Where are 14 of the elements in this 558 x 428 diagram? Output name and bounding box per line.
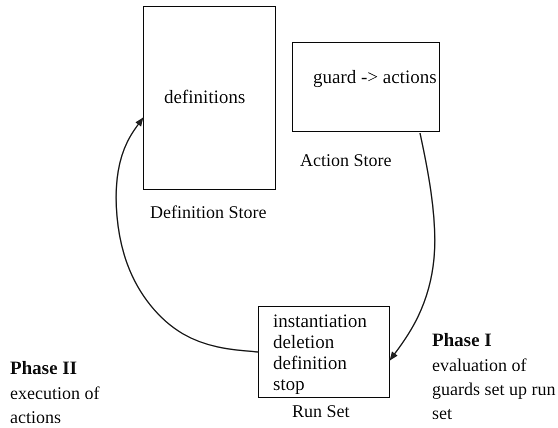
store-caption: Run Set bbox=[292, 401, 350, 422]
node-text: deletion bbox=[273, 332, 334, 354]
node-text: stop bbox=[273, 374, 305, 396]
node-text: guard -> actions bbox=[313, 67, 437, 89]
node-text: instantiation bbox=[273, 311, 367, 333]
store-caption: Definition Store bbox=[150, 202, 266, 223]
store-box bbox=[292, 42, 440, 132]
store-caption: Action Store bbox=[300, 150, 392, 171]
curved-arrow bbox=[389, 132, 436, 361]
store-box bbox=[258, 306, 390, 398]
node-text: definitions bbox=[164, 87, 246, 109]
node-text: definition bbox=[273, 353, 347, 375]
store-box bbox=[143, 6, 276, 190]
curved-arrow bbox=[115, 117, 258, 353]
